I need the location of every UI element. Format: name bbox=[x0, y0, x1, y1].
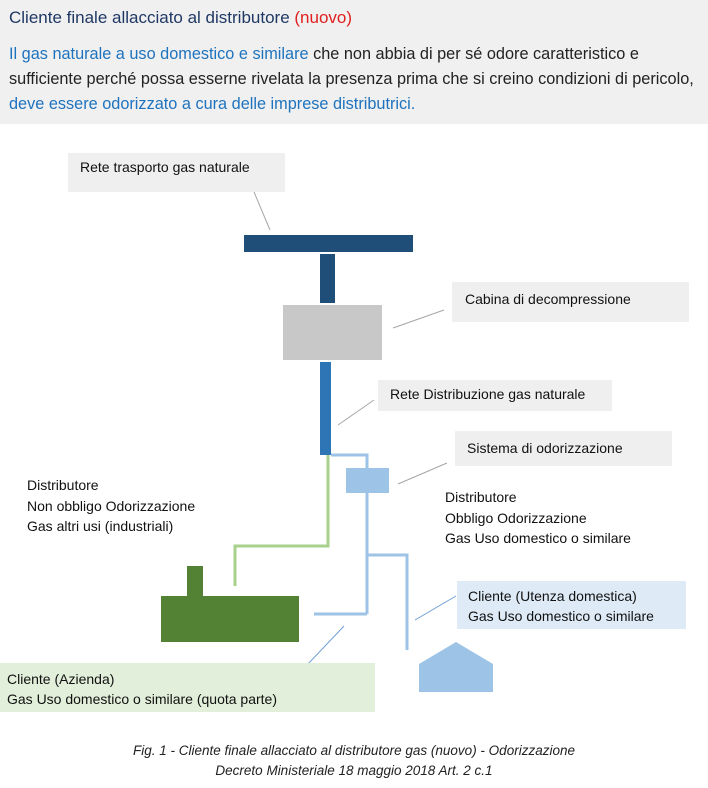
house-icon bbox=[419, 642, 493, 692]
intro-highlight-1: Il gas naturale a uso domestico e simila… bbox=[9, 45, 309, 63]
header-panel: Cliente finale allacciato al distributor… bbox=[0, 0, 708, 124]
cliente-domestico-line2: Gas Uso domestico o similare bbox=[468, 608, 654, 624]
label-rete-trasporto: Rete trasporto gas naturale bbox=[68, 153, 285, 192]
cliente-domestico-line1: Cliente (Utenza domestica) bbox=[468, 588, 637, 604]
figure-caption: Fig. 1 - Cliente finale allacciato al di… bbox=[0, 741, 708, 781]
title-main: Cliente finale allacciato al distributor… bbox=[9, 8, 290, 27]
odorizer-unit bbox=[346, 468, 389, 493]
intro-highlight-2: deve essere odorizzato a cura delle impr… bbox=[9, 95, 416, 113]
label-cabina: Cabina di decompressione bbox=[452, 282, 689, 322]
cabina-decompressione bbox=[283, 305, 382, 360]
distribution-pipe bbox=[320, 362, 331, 455]
factory-building bbox=[161, 596, 299, 642]
label-distributore-non-obbligo: Distributore Non obbligo Odorizzazione G… bbox=[27, 475, 195, 537]
distributore-dx-line3: Gas Uso domestico o similare bbox=[445, 530, 631, 546]
cliente-azienda-line1: Cliente (Azienda) bbox=[7, 671, 115, 687]
label-distributore-obbligo: Distributore Obbligo Odorizzazione Gas U… bbox=[445, 487, 631, 549]
factory-chimney bbox=[187, 566, 203, 598]
label-rete-distribuzione: Rete Distribuzione gas naturale bbox=[378, 380, 612, 411]
label-cabina-text: Cabina di decompressione bbox=[465, 291, 631, 307]
odorized-branch-pipe bbox=[331, 453, 369, 468]
distributore-sx-line2: Non obbligo Odorizzazione bbox=[27, 497, 196, 514]
intro-text: che non abbia di per sé odore caratteris… bbox=[9, 45, 694, 88]
leader-line-cliente-domestico bbox=[414, 595, 457, 621]
label-rete-distribuzione-text: Rete Distribuzione gas naturale bbox=[390, 386, 586, 402]
non-odorized-pipe bbox=[233, 455, 330, 586]
odorized-pipe-to-house bbox=[367, 553, 409, 650]
distributore-sx-line1: Distributore bbox=[27, 477, 99, 493]
leader-line-distribuzione bbox=[337, 399, 375, 426]
leader-line-odorizzazione bbox=[397, 462, 448, 485]
intro-paragraph: Il gas naturale a uso domestico e simila… bbox=[9, 42, 703, 117]
distributore-dx-line1: Distributore bbox=[445, 489, 517, 505]
page-title: Cliente finale allacciato al distributor… bbox=[9, 8, 352, 28]
caption-line2: Decreto Ministeriale 18 maggio 2018 Art.… bbox=[215, 763, 493, 778]
label-sistema-odorizzazione: Sistema di odorizzazione bbox=[455, 431, 672, 466]
leader-line-cabina bbox=[392, 309, 445, 329]
transport-riser bbox=[320, 254, 335, 303]
label-cliente-azienda: Cliente (Azienda) Gas Uso domestico o si… bbox=[0, 663, 375, 712]
distributore-dx-line2: Obbligo Odorizzazione bbox=[445, 509, 587, 526]
leader-line-trasporto bbox=[253, 191, 271, 231]
label-cliente-domestico: Cliente (Utenza domestica) Gas Uso domes… bbox=[457, 581, 686, 629]
transport-pipe-bar bbox=[244, 235, 413, 252]
cliente-azienda-line2: Gas Uso domestico o similare (quota part… bbox=[7, 691, 277, 707]
distributore-sx-line3: Gas altri usi (industriali) bbox=[27, 518, 174, 534]
leader-line-cliente-azienda bbox=[307, 625, 345, 665]
title-new-tag: (nuovo) bbox=[294, 8, 353, 27]
caption-line1: Fig. 1 - Cliente finale allacciato al di… bbox=[133, 743, 575, 758]
label-rete-trasporto-text: Rete trasporto gas naturale bbox=[80, 159, 250, 175]
label-sistema-odorizzazione-text: Sistema di odorizzazione bbox=[467, 440, 623, 456]
